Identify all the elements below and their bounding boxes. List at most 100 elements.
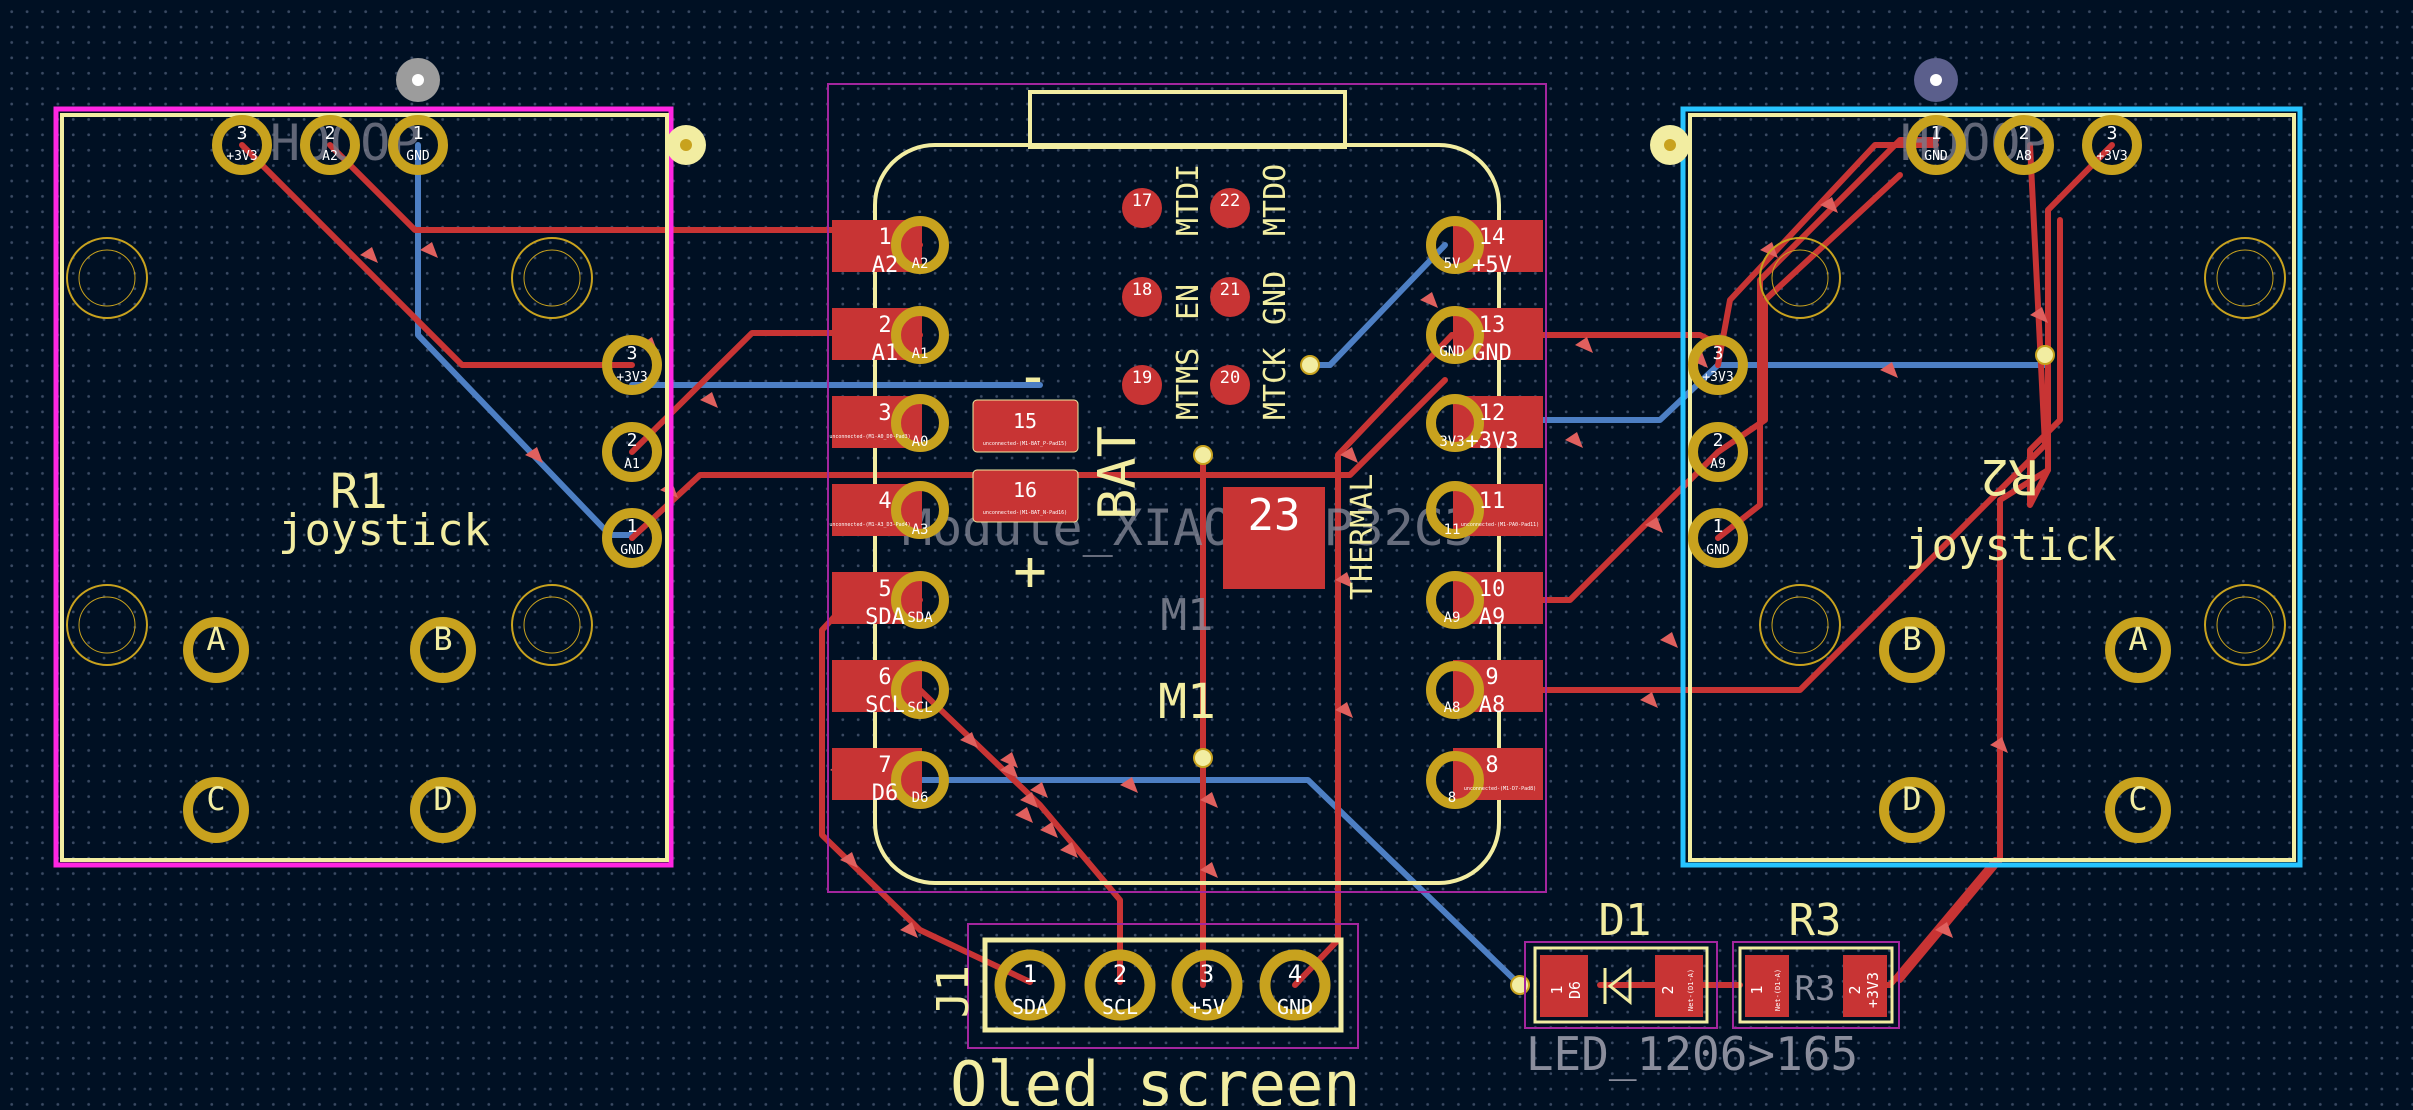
- svg-text:A1: A1: [624, 457, 640, 472]
- svg-text:SDA: SDA: [1012, 995, 1048, 1019]
- svg-text:3: 3: [627, 343, 638, 364]
- bat-minus: -: [1016, 344, 1050, 409]
- svg-text:GND: GND: [1439, 344, 1464, 360]
- trace-3v3-left[interactable]: [239, 142, 635, 368]
- module-pin-left-7[interactable]: 7 D6 D6: [832, 748, 949, 809]
- module-pin-left-2[interactable]: 2 A1 A1: [832, 306, 949, 366]
- oled-pin-3[interactable]: 3 +5V: [1171, 949, 1243, 1021]
- pad-right-side-1[interactable]: 1 GND: [1688, 508, 1748, 568]
- trace-a8[interactable]: [1537, 142, 2048, 693]
- value-label-left[interactable]: joystick: [278, 505, 490, 556]
- module-pin-right-10[interactable]: 10 A9 A9: [1426, 571, 1543, 630]
- oled-value[interactable]: Oled screen: [950, 1048, 1361, 1110]
- trace-d6-back[interactable]: [917, 777, 1523, 988]
- pad-right-button-b[interactable]: B: [1879, 617, 1945, 683]
- module-xiao-footprint[interactable]: Module_XIAO-ESP32C3 M1 M1 BAT + - 15 unc…: [827, 83, 2055, 995]
- trace-gnd-right-top[interactable]: [1715, 142, 1939, 368]
- pad-left-button-a[interactable]: A: [183, 617, 249, 683]
- led-ref[interactable]: D1: [1599, 895, 1652, 946]
- pad-left-top-3[interactable]: 3 +3V3: [212, 115, 272, 175]
- oled-courtyard: [967, 923, 1359, 1049]
- pad-bat-15[interactable]: 15 unconnected-(M1-BAT_P-Pad15): [972, 399, 1079, 453]
- pad-right-top-1[interactable]: 1 GND: [1906, 115, 1966, 175]
- pad-left-button-d[interactable]: D: [410, 777, 476, 843]
- led-value[interactable]: LED_1206>165: [1526, 1027, 1858, 1081]
- trace-3v3-right-top[interactable]: [2045, 142, 2115, 473]
- via-3[interactable]: [1300, 355, 1320, 375]
- module-pin-right-13[interactable]: 13 GND GND: [1426, 306, 1543, 366]
- module-pin-right-8[interactable]: 8 unconnected-(M1-D7-Pad8) 8: [1426, 748, 1543, 809]
- via-2[interactable]: [1193, 748, 1213, 768]
- trace-gnd-bridge[interactable]: [1537, 332, 1723, 348]
- svg-text:D6: D6: [872, 781, 899, 806]
- ref-label-left[interactable]: R1: [330, 464, 388, 520]
- pad-left-top-1[interactable]: 1 GND: [388, 115, 448, 175]
- resistor-courtyard: [1732, 941, 1900, 1029]
- via-5[interactable]: [1510, 975, 1530, 995]
- pad-left-button-c[interactable]: C: [183, 777, 249, 843]
- joystick-left-footprint[interactable]: HOOOP R1 joystick 3 +3V3 2 A2 1 GND 3 +3…: [53, 58, 706, 868]
- led-pad-1[interactable]: 1 D6: [1540, 955, 1588, 1017]
- pad-bat-16[interactable]: 16 unconnected-(M1-BAT_N-Pad16): [972, 469, 1079, 523]
- jtag-pad-20[interactable]: 20 MTCK: [1210, 348, 1293, 420]
- value-label-right[interactable]: joystick: [1905, 520, 2117, 571]
- module-pin-right-14[interactable]: 14 +5V 5V: [1426, 216, 1543, 278]
- pad-right-button-a[interactable]: A: [2105, 617, 2171, 683]
- resistor-ref[interactable]: R3: [1789, 895, 1842, 946]
- module-pin-right-12[interactable]: 12 +3V3 3V3: [1426, 394, 1543, 454]
- pad-left-side-1[interactable]: 1 GND: [602, 508, 662, 568]
- pad-left-side-3[interactable]: 3 +3V3: [602, 335, 662, 395]
- module-pin-right-9[interactable]: 9 A8 A8: [1426, 660, 1543, 719]
- oled-pin-1[interactable]: 1 SDA: [994, 949, 1066, 1021]
- led-courtyard: [1524, 941, 1718, 1029]
- trace-3v3-right-stick[interactable]: [1897, 467, 2051, 983]
- joystick-right-footprint[interactable]: HOOOP R2 joystick 1 GND 2 A8 3 +3V3 3 +3…: [1650, 58, 2303, 868]
- module-pin-left-6[interactable]: 6 SCL SCL: [832, 660, 949, 719]
- via-4[interactable]: [2035, 345, 2055, 365]
- oled-pin-4[interactable]: 4 GND: [1259, 949, 1331, 1021]
- thermal-pad-23[interactable]: 23 THERMAL: [1223, 474, 1380, 600]
- resistor-pad-1[interactable]: 1 Net-(D1-A): [1745, 955, 1789, 1017]
- pad-right-button-c[interactable]: C: [2105, 777, 2171, 843]
- pad-left-side-2[interactable]: 2 A1: [602, 422, 662, 482]
- trace-gnd-left-stick[interactable]: [415, 142, 635, 538]
- pad-right-side-3[interactable]: 3 +3V3: [1688, 335, 1748, 395]
- module-pin-left-5[interactable]: 5 SDA SDA: [832, 571, 949, 630]
- mount-hole-left-1: [66, 237, 148, 319]
- pad-right-button-d[interactable]: D: [1879, 777, 1945, 843]
- pad-right-side-2[interactable]: 2 A9: [1688, 422, 1748, 482]
- led-footprint[interactable]: D1 LED_1206>165 1 D6 2 Net-(D1-A): [1524, 895, 1858, 1081]
- pad-left-button-b[interactable]: B: [410, 617, 476, 683]
- oled-pin-2[interactable]: 2 SCL: [1084, 949, 1156, 1021]
- jtag-pad-19[interactable]: 19 MTMS: [1122, 348, 1206, 420]
- svg-text:3: 3: [1200, 960, 1214, 988]
- jtag-pad-18[interactable]: 18 EN: [1122, 277, 1206, 320]
- via-1[interactable]: [1193, 445, 1213, 465]
- trace-3v3-diag[interactable]: [2027, 217, 2063, 508]
- jtag-pad-17[interactable]: 17 MTDI: [1122, 164, 1206, 236]
- trace-gnd-module[interactable]: [1307, 242, 1448, 368]
- module-ref[interactable]: M1: [1158, 674, 1216, 730]
- resistor-footprint[interactable]: R3 R3 1 Net-(D1-A) 2 +3V3: [1732, 895, 1900, 1029]
- pad-right-top-3[interactable]: 3 +3V3: [2082, 115, 2142, 175]
- module-pin-left-1[interactable]: 1 A2 A2: [832, 216, 949, 278]
- oled-connector-footprint[interactable]: J1 Oled screen 1 SDA 2 SCL 3 +5V 4 GND: [928, 923, 1361, 1110]
- trace-a9[interactable]: [1537, 449, 1721, 603]
- svg-text:2: 2: [878, 313, 891, 338]
- svg-text:GND: GND: [1258, 271, 1293, 325]
- svg-text:+5V: +5V: [1189, 995, 1225, 1019]
- led-pad-2[interactable]: 2 Net-(D1-A): [1655, 955, 1703, 1017]
- pad-left-top-2[interactable]: 2 A2: [300, 115, 360, 175]
- pad-right-top-2[interactable]: 2 A8: [1994, 115, 2054, 175]
- module-pin-left-4[interactable]: 4 unconnected-(M1-A3_D3-Pad4) A3: [829, 481, 949, 539]
- jtag-pad-21[interactable]: 21 GND: [1210, 271, 1293, 325]
- resistor-pad-2[interactable]: 2 +3V3: [1843, 955, 1887, 1017]
- jtag-pad-22[interactable]: 22 MTDO: [1210, 164, 1293, 236]
- module-pin-left-3[interactable]: 3 unconnected-(M1-A0_D0-Pad3) A0: [829, 394, 949, 452]
- ref-label-right[interactable]: R2: [1980, 448, 2038, 504]
- svg-text:MTCK: MTCK: [1258, 348, 1293, 420]
- module-pin-right-11[interactable]: 11 unconnected-(M1-PA0-Pad11) 11: [1426, 481, 1543, 539]
- oled-ref[interactable]: J1: [928, 965, 979, 1018]
